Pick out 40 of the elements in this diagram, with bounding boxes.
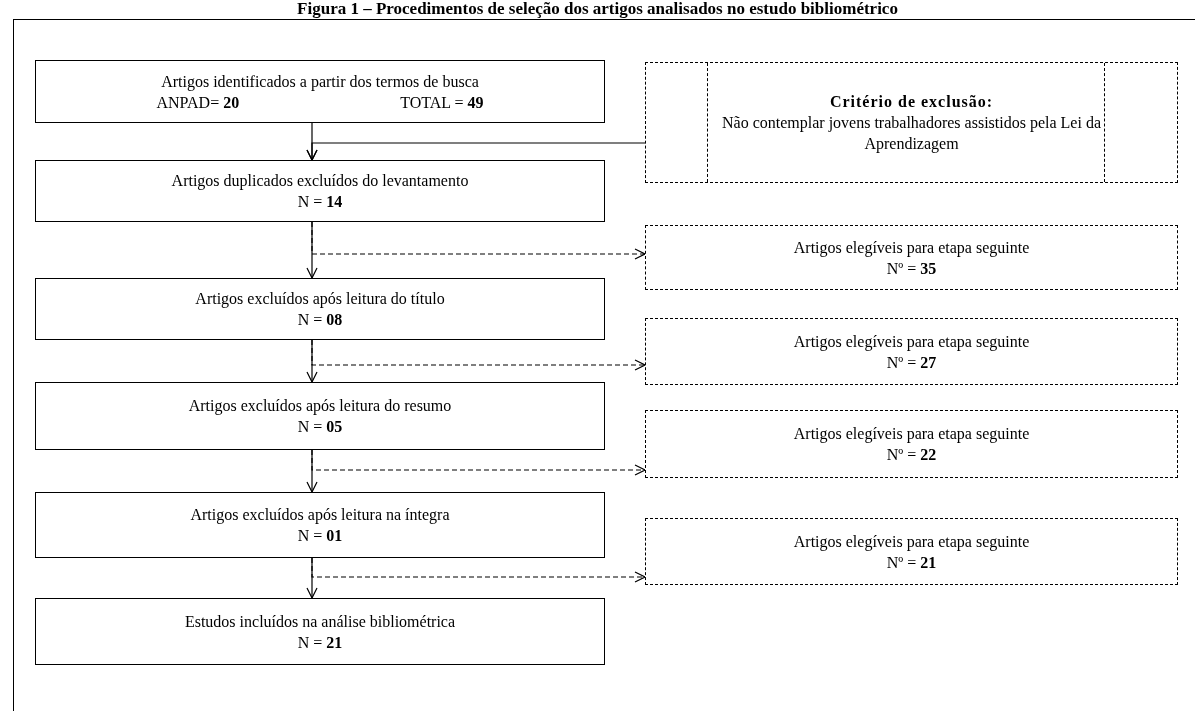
count-text: N = 05 <box>297 417 343 437</box>
count-text: TOTAL = 49 <box>400 92 484 113</box>
figure-title: Figura 1 – Procedimentos de seleção dos artigos analisados no estudo bibliométrico <box>296 0 899 18</box>
box-text: Artigos duplicados excluídos do levantamento <box>171 171 469 191</box>
box-text: Artigos excluídos após leitura do título <box>195 289 445 309</box>
box-text: Artigos excluídos após leitura na íntegra <box>190 505 450 525</box>
box-text: Artigos elegíveis para etapa seguinte <box>793 531 1030 552</box>
dashed-box <box>645 518 1178 585</box>
dashed-arrow <box>311 449 646 476</box>
process-box <box>35 278 605 340</box>
count-text: N = 21 <box>297 632 343 653</box>
dashed-box <box>645 410 1178 478</box>
criteria-text: Não contemplar jovens trabalhadores assistidos pela Lei da Aprendizagem <box>721 113 1102 154</box>
arrow <box>306 142 646 161</box>
dashed-arrow <box>311 339 646 371</box>
count-text: Nº = 21 <box>886 552 937 573</box>
criteria-heading: Critério de exclusão: <box>829 92 994 112</box>
process-box <box>35 598 605 665</box>
count-text: Nº = 35 <box>886 258 937 279</box>
process-box <box>35 160 605 222</box>
box-text: Artigos elegíveis para etapa seguinte <box>793 237 1030 258</box>
box-text: Artigos elegíveis para etapa seguinte <box>793 424 1030 444</box>
process-box <box>35 60 605 123</box>
box-text: Estudos incluídos na análise bibliométrica <box>184 611 456 632</box>
dashed-box <box>645 318 1178 385</box>
process-box <box>35 382 605 450</box>
count-text: Nº = 27 <box>886 352 937 373</box>
dashed-arrow <box>311 557 646 583</box>
count-text: N = 08 <box>297 310 343 330</box>
dashed-box <box>645 225 1178 290</box>
box-text: Artigos excluídos após leitura do resumo <box>188 396 452 416</box>
count-text: Nº = 22 <box>886 445 937 465</box>
count-text: ANPAD= 20 <box>156 92 240 113</box>
count-text: N = 14 <box>297 192 343 212</box>
count-text: N = 01 <box>297 526 343 546</box>
box-text: Artigos identificados a partir dos termos de busca <box>161 71 479 92</box>
process-box <box>35 492 605 558</box>
box-text: Artigos elegíveis para etapa seguinte <box>793 331 1030 352</box>
dashed-box <box>645 62 1178 183</box>
dashed-arrow <box>311 221 646 260</box>
